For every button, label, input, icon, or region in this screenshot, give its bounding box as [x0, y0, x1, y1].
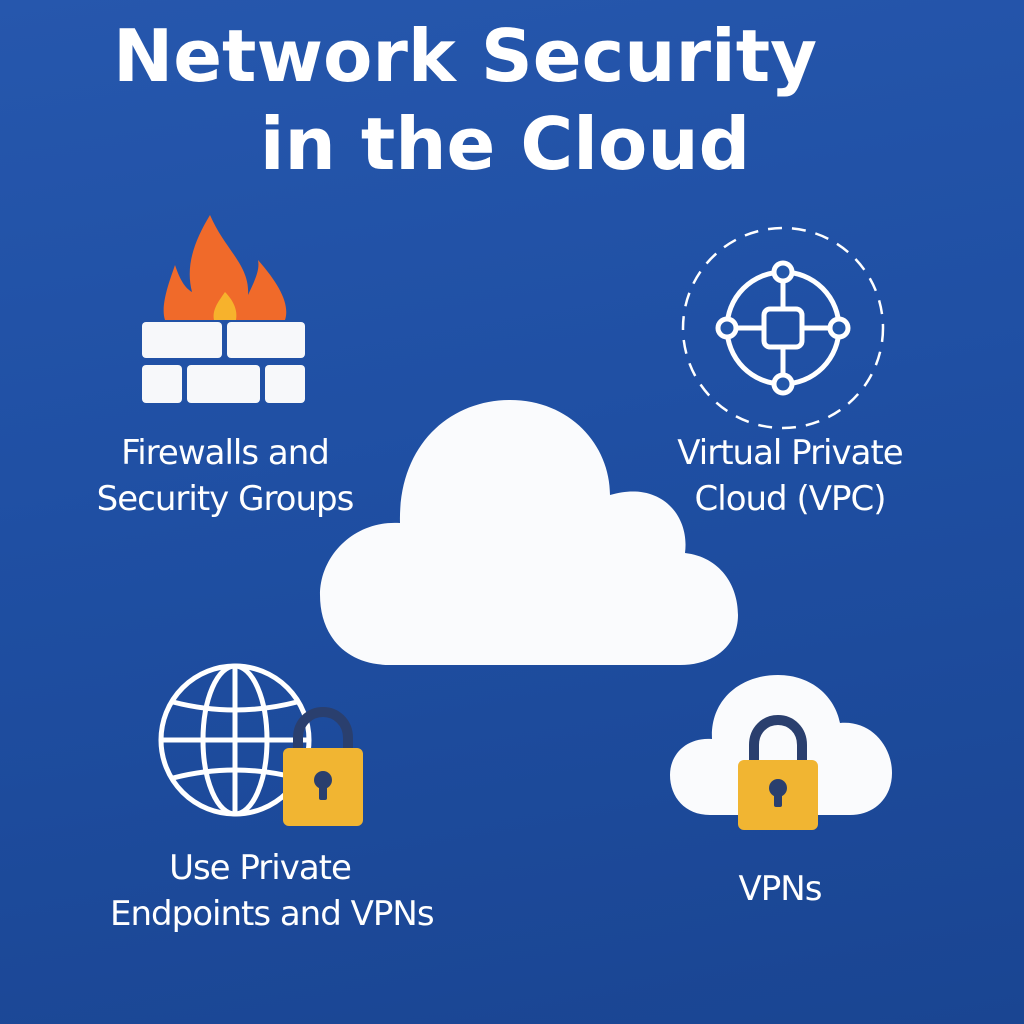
cloud-shape — [320, 400, 738, 665]
vpc-label: Virtual Private Cloud (VPC) — [640, 430, 940, 522]
globe-icon — [158, 663, 312, 817]
page-title-line-1: Network Security — [112, 14, 818, 98]
endpoints-label-line-1: Use Private — [169, 848, 352, 888]
vpns-label-line-1: VPNs — [738, 869, 823, 909]
endpoints-label: Use Private Endpoints and VPNs — [110, 845, 435, 937]
cloud-lock-icon — [670, 675, 892, 830]
lock-icon — [283, 706, 363, 826]
firewall-label-line-2: Security Groups — [96, 479, 355, 519]
cloud-icon — [320, 400, 738, 665]
vpc-label-line-2: Cloud (VPC) — [694, 479, 887, 519]
firewall-label: Firewalls and Security Groups — [75, 430, 375, 522]
endpoints-label-line-2: Endpoints and VPNs — [110, 894, 435, 934]
flame-shape — [163, 215, 287, 320]
globe-lock-icon — [158, 663, 363, 826]
lock-icon — [738, 714, 818, 830]
firewall-label-line-1: Firewalls and — [121, 433, 330, 473]
vpc-label-line-1: Virtual Private — [677, 433, 903, 473]
flame-inner — [213, 292, 237, 320]
vpns-label: VPNs — [630, 866, 930, 912]
vpc-network-icon — [681, 226, 885, 430]
small-cloud-shape — [670, 675, 892, 815]
firewall-icon — [142, 215, 305, 403]
page-title-line-2: in the Cloud — [259, 102, 751, 186]
